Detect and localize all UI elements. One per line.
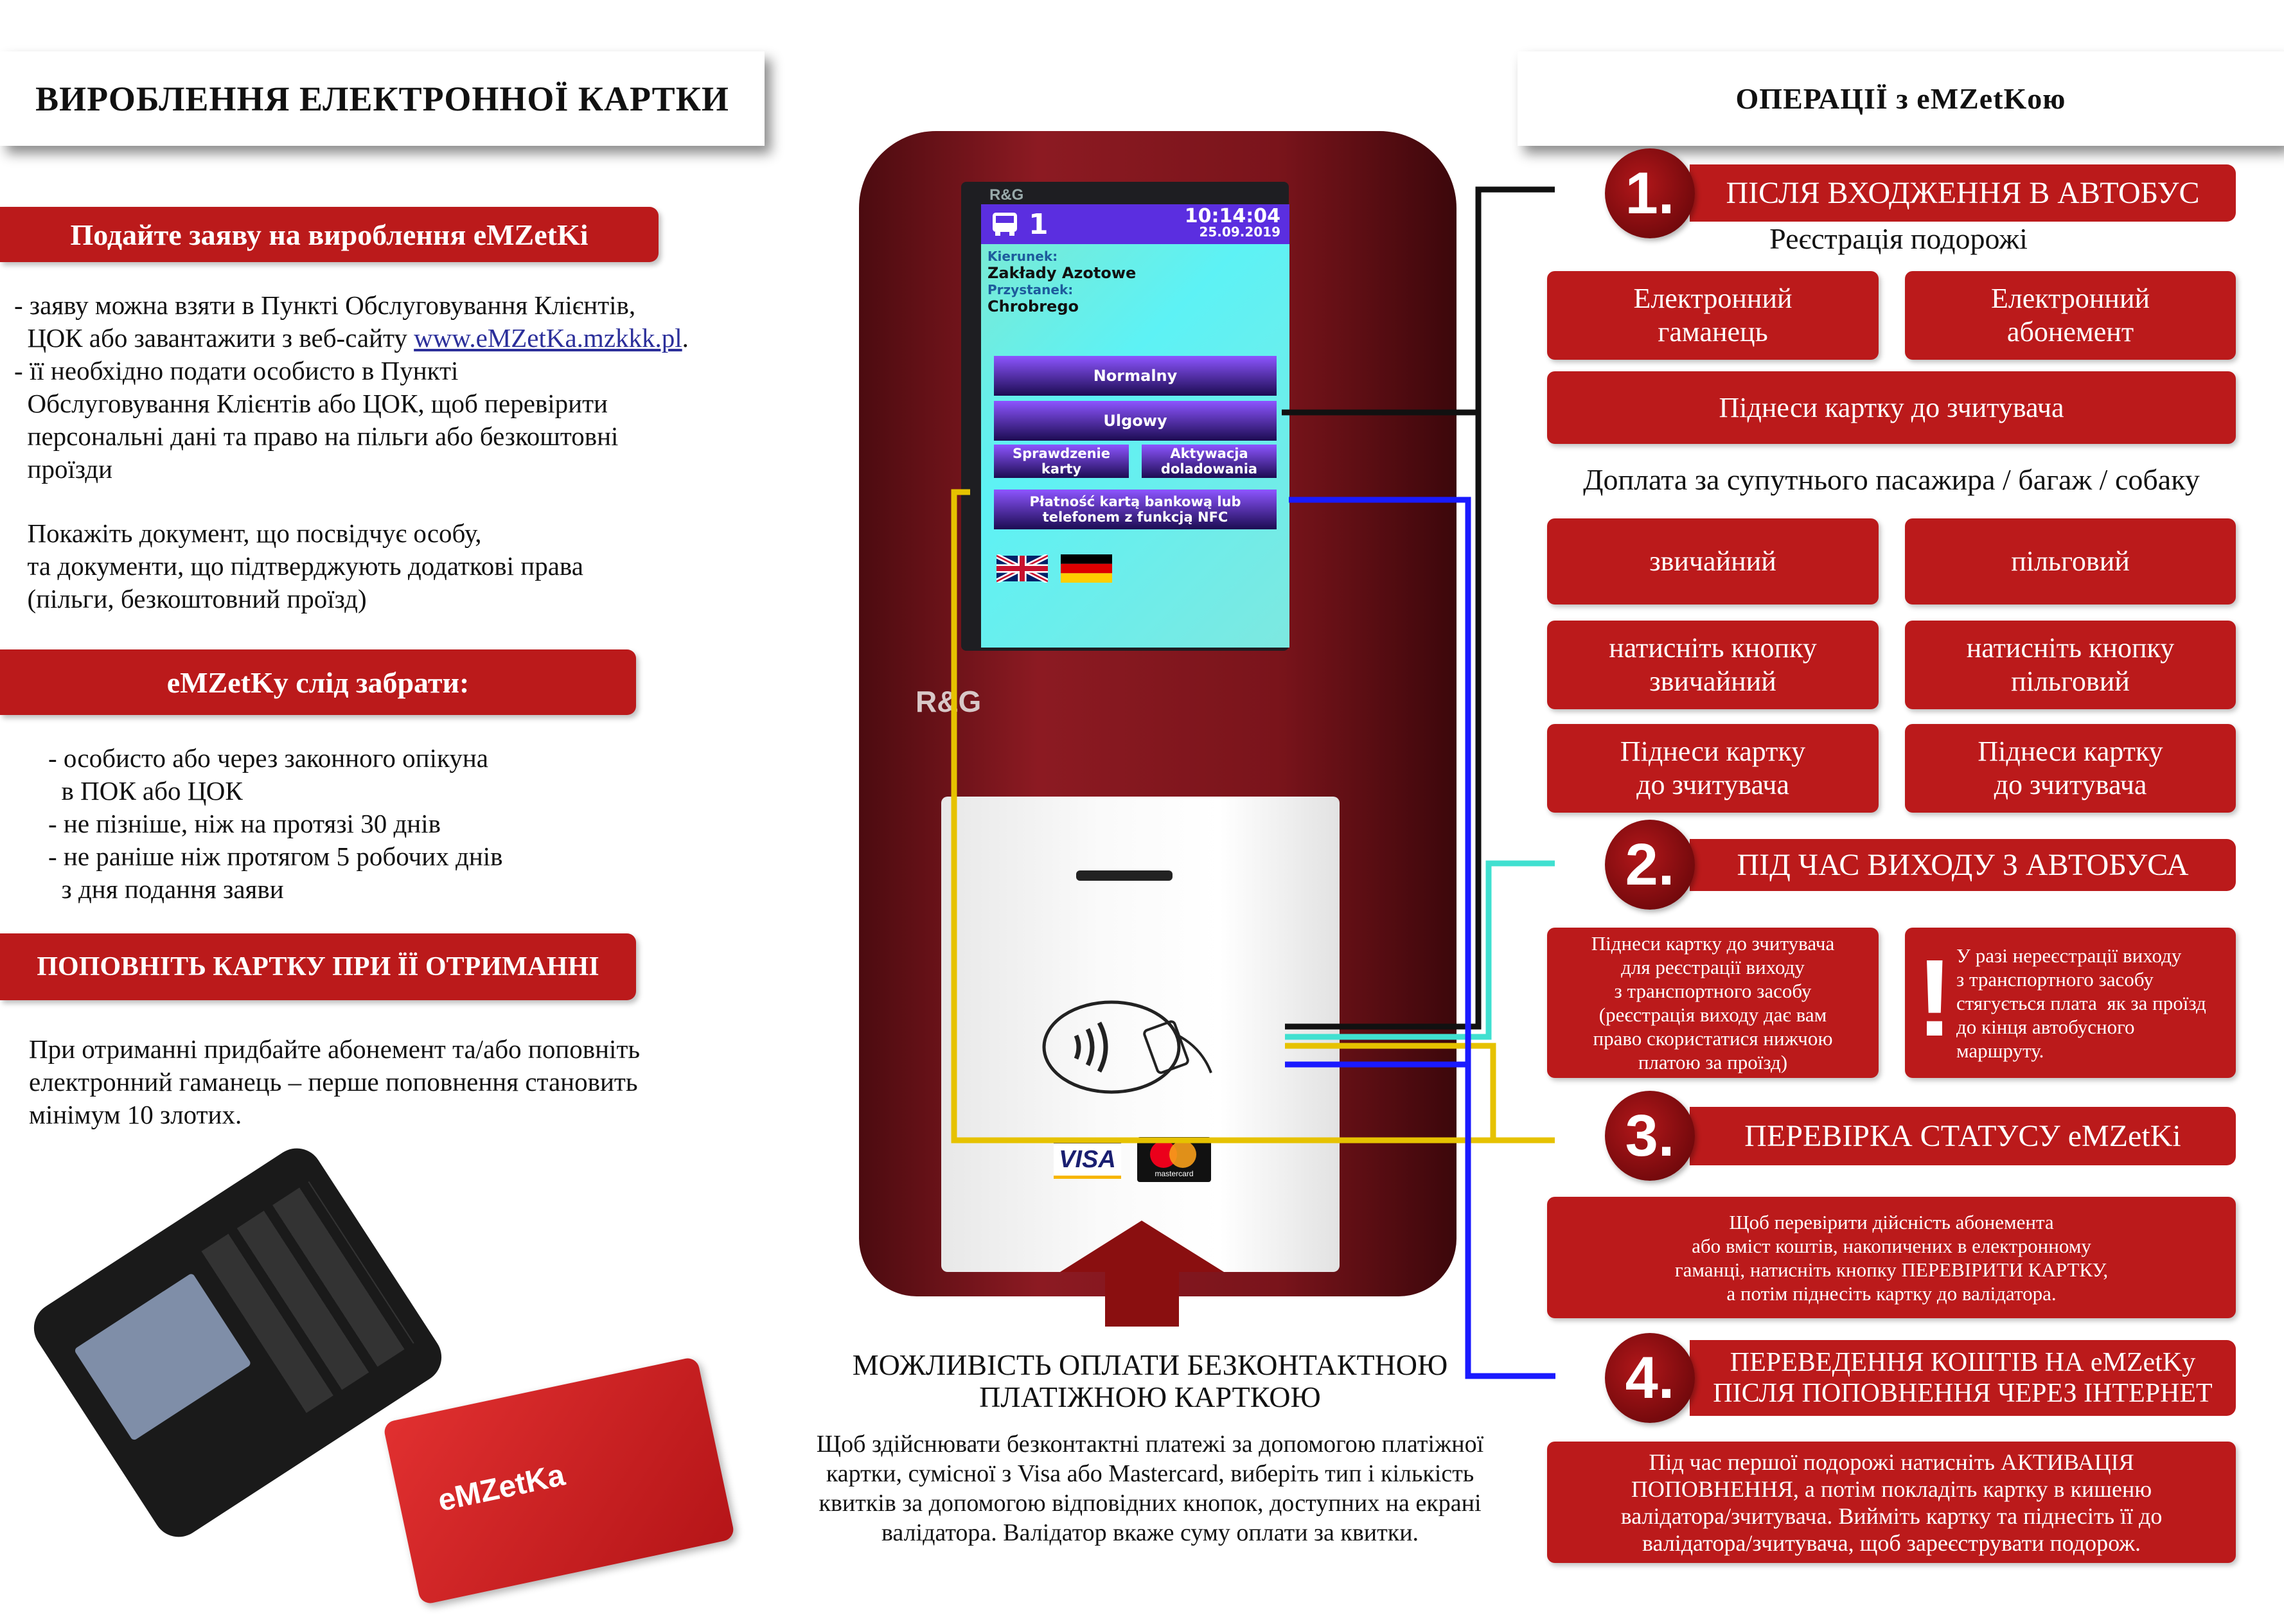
left-section-title: ВИРОБЛЕННЯ ЕЛЕКТРОННОЇ КАРТКИ [0, 51, 765, 146]
bank-card-payment-button[interactable]: Płatność kartą bankową lub telefonem z f… [994, 490, 1277, 529]
device-brand-logo: R&G [916, 685, 982, 718]
screen-brand-logo: R&G [989, 186, 1024, 204]
apply-line1: - заяву можна взяти в Пункті Обслуговува… [14, 290, 636, 320]
contactless-title: МОЖЛИВІСТЬ ОПЛАТИ БЕЗКОНТАКТНОЮ ПЛАТІЖНО… [852, 1348, 1448, 1413]
card-slot [1076, 870, 1173, 881]
clock-date: 25.09.2019 [1199, 224, 1280, 240]
apply-rest: - її необхідно подати особисто в Пункті … [14, 356, 619, 484]
reduced-fare-box: пільговий [1905, 518, 2236, 605]
activate-topup-button[interactable]: Aktywacja doladowania [1142, 445, 1277, 478]
contactless-icon [1042, 1000, 1212, 1094]
step1-number: 1. [1605, 148, 1695, 238]
mastercard-logo: mastercard [1137, 1137, 1211, 1182]
bus-icon [993, 213, 1017, 236]
clock-time: 10:14:04 [1184, 205, 1280, 227]
card-reader-pocket: VISA mastercard [941, 797, 1340, 1272]
exit-warning-text: У разі нереєстрації виходу з транспортно… [1956, 944, 2206, 1062]
topup-text: При отриманні придбайте абонемент та/або… [29, 1034, 641, 1129]
step1-subtitle: Реєстрація подорожі [1769, 222, 2028, 255]
step4-number: 4. [1605, 1333, 1695, 1423]
german-flag-icon[interactable] [1061, 554, 1112, 583]
apply-instructions: - заяву можна взяти в Пункті Обслуговува… [14, 290, 689, 484]
emzetka-card-image: eMZetKa [382, 1356, 736, 1605]
wallet-option: Електронний гаманець [1547, 271, 1879, 360]
apply-line2: ЦОК або завантажити з веб-сайту [14, 323, 414, 353]
stop-value: Chrobrego [987, 297, 1079, 315]
step1-banner: ПІСЛЯ ВХОДЖЕННЯ В АВТОБУС [1690, 164, 2236, 222]
normal-ticket-button[interactable]: Normalny [994, 356, 1277, 396]
tap-card-normal-box: Піднеси картку до зчитувача [1547, 724, 1879, 813]
documents-note: Покажіть документ, що посвідчує особу, т… [27, 518, 583, 613]
card-logo: eMZetKa [435, 1458, 568, 1519]
tap-card-instruction: Піднеси картку до зчитувача [1547, 371, 2236, 444]
website-link[interactable]: www.eMZetKa.mzkkk.pl [414, 323, 682, 353]
terminal-screen [73, 1272, 252, 1442]
pickup-list: - особисто або через законного опікуна в… [48, 743, 503, 904]
stop-label: Przystanek: [987, 282, 1074, 297]
screen-header: 1 10:14:04 25.09.2019 [981, 204, 1289, 244]
surcharge-heading: Доплата за супутнього пасажира / багаж /… [1583, 463, 2200, 496]
up-arrow-icon [1060, 1221, 1224, 1327]
right-section-title: ОПЕРАЦІЇ з eMZetKою [1518, 51, 2284, 146]
payment-terminal-image [24, 1138, 452, 1547]
terminal-keypad [201, 1181, 414, 1413]
check-card-button[interactable]: Sprawdzenie karty [994, 445, 1129, 478]
press-reduced-box: натисніть кнопку пільговий [1905, 621, 2236, 709]
step4-banner: ПЕРЕВЕДЕННЯ КОШТІВ НА eMZetKy ПІСЛЯ ПОПО… [1690, 1340, 2236, 1416]
validator-screen: 1 10:14:04 25.09.2019 Kierunek: Zakłady … [981, 204, 1289, 648]
pickup-banner: eMZetKy слід забрати: [0, 649, 636, 715]
exit-register-box: Піднеси картку до зчитувача для реєстрац… [1547, 928, 1879, 1078]
direction-value: Zakłady Azotowe [987, 264, 1137, 282]
apply-banner: Подайте заяву на вироблення eMZetKi [0, 207, 659, 262]
step3-number: 3. [1605, 1091, 1695, 1181]
step3-banner: ПЕРЕВІРКА СТАТУСУ eMZetKi [1690, 1107, 2236, 1165]
exit-warning-box: ! У разі нереєстрації виходу з транспорт… [1905, 928, 2236, 1078]
warning-icon: ! [1917, 937, 1953, 1059]
step2-banner: ПІД ЧАС ВИХОДУ З АВТОБУСА [1690, 839, 2236, 891]
status-check-box: Щоб перевірити дійсність абонемента або … [1547, 1197, 2236, 1318]
route-number: 1 [1029, 207, 1049, 241]
transfer-funds-box: Під час першої подорожі натисніть АКТИВА… [1547, 1442, 2236, 1563]
visa-logo: VISA [1054, 1140, 1121, 1179]
reduced-ticket-button[interactable]: Ulgowy [994, 401, 1277, 441]
tap-card-reduced-box: Піднеси картку до зчитувача [1905, 724, 2236, 813]
subscription-option: Електронний абонемент [1905, 271, 2236, 360]
english-flag-icon[interactable] [996, 554, 1048, 583]
press-normal-box: натисніть кнопку звичайний [1547, 621, 1879, 709]
contactless-body: Щоб здійснювати безконтактні платежі за … [816, 1431, 1484, 1546]
normal-fare-box: звичайний [1547, 518, 1879, 605]
direction-label: Kierunek: [987, 249, 1058, 264]
step2-number: 2. [1605, 820, 1695, 910]
topup-banner: ПОПОВНІТЬ КАРТКУ ПРИ ЇЇ ОТРИМАННІ [0, 933, 636, 1000]
